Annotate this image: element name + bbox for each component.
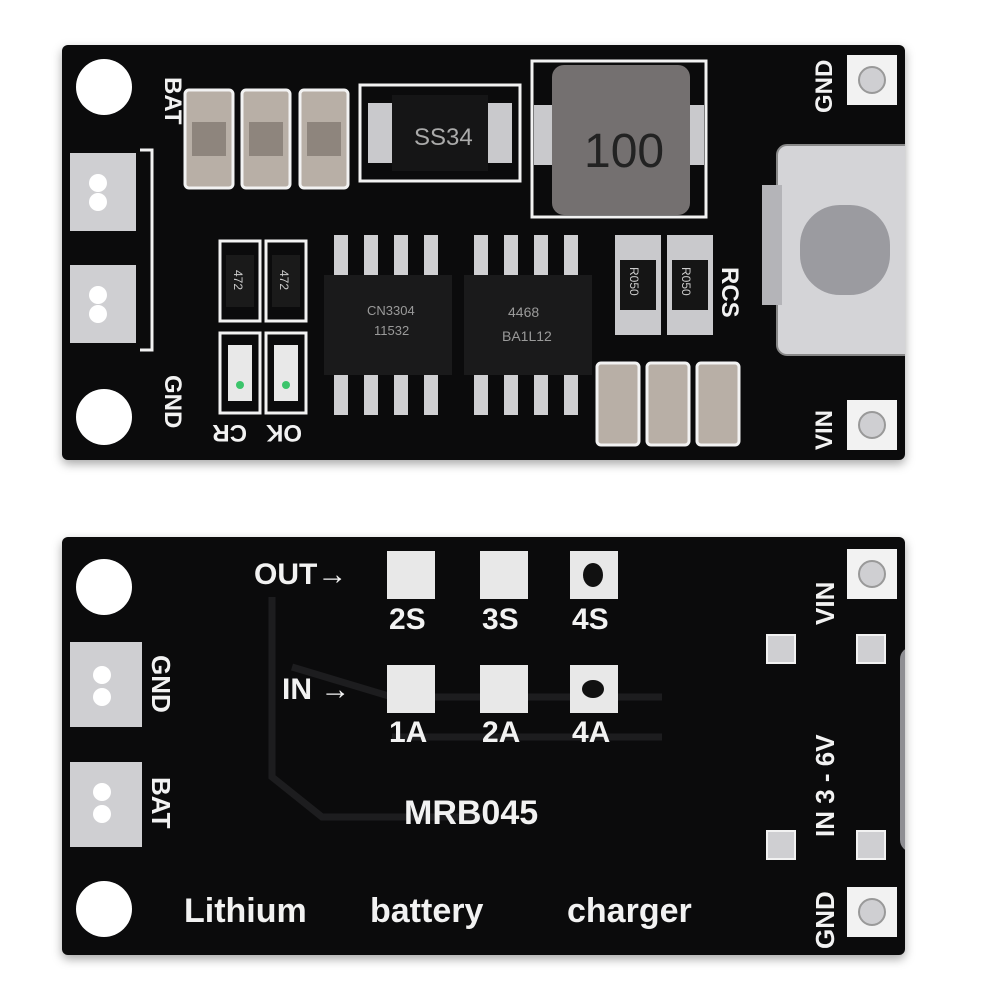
gnd-solder-pad-bottom [70,642,142,727]
silkscreen-word-battery: battery [370,892,483,930]
sense-resistor-2-marking: R050 [679,267,693,296]
led-pair [218,331,308,415]
ic2-marking-line1: 4468 [508,304,539,320]
solder-jumper-1a[interactable] [387,665,435,713]
gnd-solder-pad [70,265,136,343]
silkscreen-cr: CR [212,419,247,446]
ic1-marking-line2: 11532 [374,323,409,338]
ic1-marking-line1: CN3304 [367,303,415,318]
silkscreen-in-label: IN → [282,673,350,706]
silkscreen-out-label: OUT→ [254,558,347,591]
sense-resistors [615,235,713,335]
silkscreen-3s: 3S [482,603,519,636]
mounting-hole-top-left-bottom [76,559,132,615]
diode-ss34 [392,95,488,171]
mounting-hole-bottom-left [76,389,132,445]
silkscreen-4s: 4S [572,603,609,636]
silkscreen-rcs: RCS [716,267,743,318]
silkscreen-2s: 2S [389,603,426,636]
pcb-bottom-side: GND BAT OUT→ 2S 3S 4S IN → 1A 2A 4A MRB0… [62,537,940,955]
resistor-small-pair [218,239,308,323]
sense-resistor-1-marking: R050 [627,267,641,296]
bat-solder-pad [70,153,136,231]
ic-cn3304 [324,235,452,415]
silkscreen-input-range: IN 3 - 6V [810,734,840,837]
silkscreen-2a: 2A [482,716,520,749]
ic2-marking-line2: BA1L12 [502,328,552,344]
silkscreen-model: MRB045 [404,794,538,832]
resistor-small-2-marking: 472 [277,270,291,290]
usb-c-connector[interactable] [762,144,938,356]
pcb-top-side: BAT GND SS34 100 GND RCS VIN 472 472 [62,45,938,460]
usb-c-connector-bottom[interactable] [900,647,940,852]
inductor-marking: 100 [584,125,664,178]
solder-jumper-3s[interactable] [480,551,528,599]
pcb-bottom-drawing: GND BAT OUT→ 2S 3S 4S IN → 1A 2A 4A MRB0… [70,549,940,949]
silkscreen-bat-left-bottom: BAT [146,777,176,829]
silkscreen-gnd-left-bottom: GND [146,655,176,713]
silkscreen-1a: 1A [389,716,427,749]
silkscreen-bat: BAT [159,77,186,125]
solder-jumper-2s[interactable] [387,551,435,599]
silkscreen-vin: VIN [811,410,838,450]
silkscreen-ok: OK [265,419,302,446]
diode-marking: SS34 [414,124,473,151]
resistor-small-1-marking: 472 [231,270,245,290]
pcb-top-drawing: BAT GND SS34 100 GND RCS VIN 472 472 [70,55,938,450]
inductor [552,65,690,215]
silkscreen-vin-bottom: VIN [810,582,840,625]
silkscreen-gnd-left: GND [159,375,186,428]
silkscreen-4a: 4A [572,716,610,749]
capacitor-group-lower [595,361,741,447]
silkscreen-word-charger: charger [567,892,692,930]
silkscreen-gnd-right: GND [811,60,838,113]
mounting-hole-bottom-left-bottom [76,881,132,937]
bat-solder-pad-bottom [70,762,142,847]
ic-4468 [464,235,592,415]
solder-jumper-2a[interactable] [480,665,528,713]
mounting-hole-top-left [76,59,132,115]
silkscreen-gnd-right-bottom: GND [810,891,840,949]
silkscreen-word-lithium: Lithium [184,892,307,930]
